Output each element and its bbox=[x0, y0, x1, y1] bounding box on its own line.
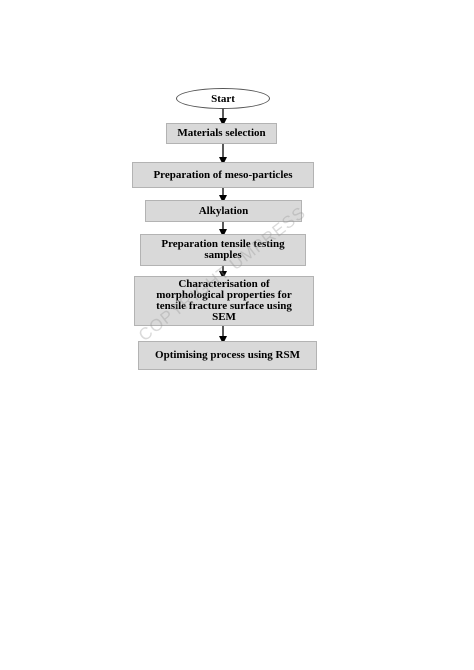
step-label: Preparation of meso-particles bbox=[153, 168, 293, 181]
step-label: Optimising process using RSM bbox=[155, 349, 300, 361]
step-preparation-tensile-samples: Preparation tensile testing samples bbox=[140, 234, 306, 266]
start-label: Start bbox=[211, 92, 235, 105]
step-label: Materials selection bbox=[177, 127, 266, 139]
step-characterisation-sem: Characterisation of morphological proper… bbox=[134, 276, 314, 326]
step-materials-selection: Materials selection bbox=[166, 123, 277, 144]
step-label: Preparation tensile testing samples bbox=[161, 238, 285, 261]
step-label: Alkylation bbox=[198, 204, 249, 217]
start-node: Start bbox=[176, 88, 270, 109]
step-optimising-rsm: Optimising process using RSM bbox=[138, 341, 317, 370]
step-alkylation: Alkylation bbox=[145, 200, 302, 222]
step-preparation-meso-particles: Preparation of meso-particles bbox=[132, 162, 314, 188]
step-label: Characterisation of morphological proper… bbox=[156, 278, 292, 323]
